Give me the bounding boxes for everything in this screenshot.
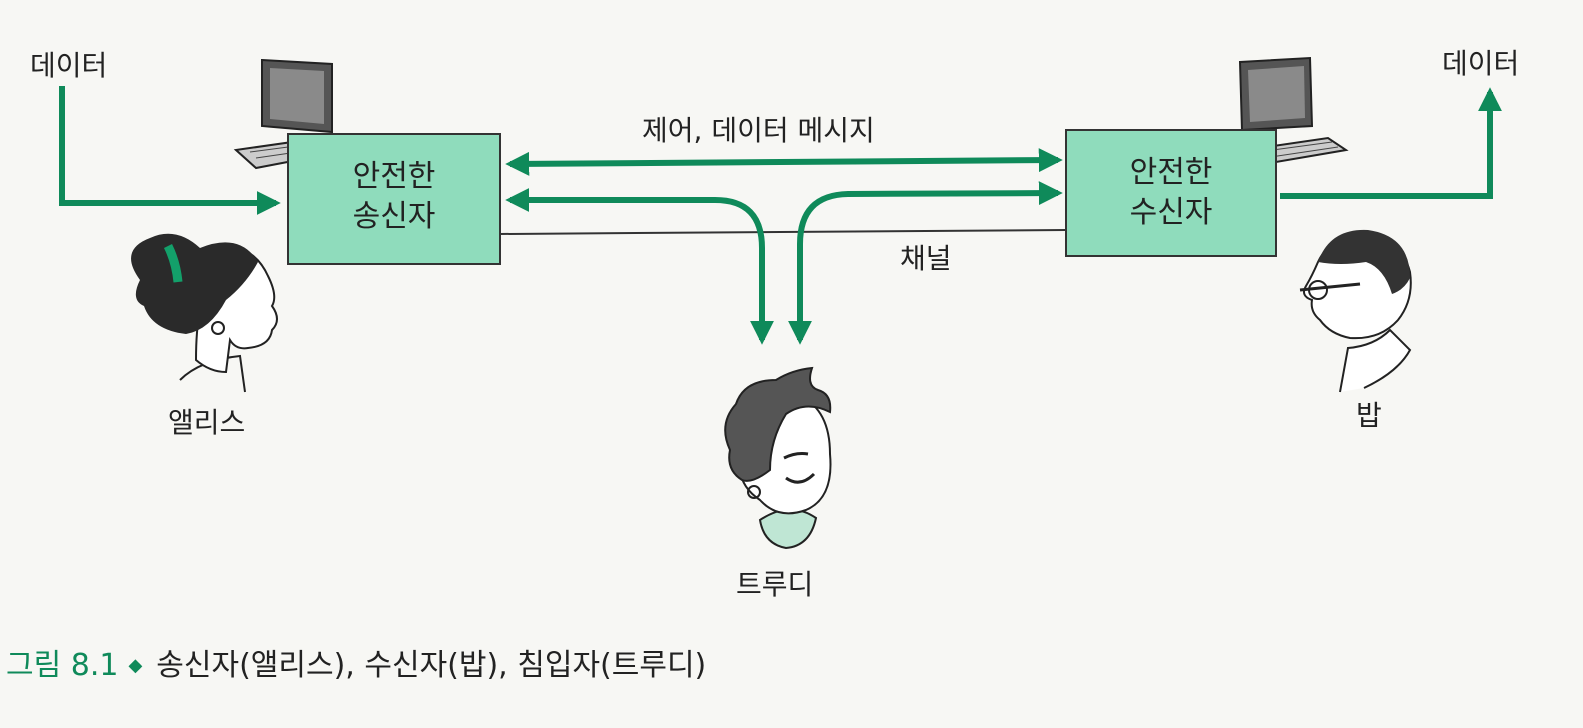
person-alice-icon: [131, 233, 278, 393]
secure-sender-box: 안전한 송신자: [287, 133, 501, 265]
diamond-bullet-icon: ◆: [128, 655, 143, 676]
receiver-line1: 안전한: [1130, 155, 1213, 190]
message-arrow: [505, 148, 1063, 176]
bob-label: 밥: [1356, 399, 1382, 432]
sender-line2: 송신자: [353, 199, 436, 234]
right-data-label: 데이터: [1442, 47, 1519, 80]
figure-caption: 그림 8.1 ◆ 송신자(앨리스), 수신자(밥), 침입자(트루디): [6, 640, 706, 684]
sender-line1: 안전한: [353, 159, 436, 194]
alice-label: 앨리스: [168, 406, 245, 439]
data-output-arrow: [1280, 87, 1502, 199]
figure-number: 그림 8.1: [6, 648, 119, 683]
left-data-label: 데이터: [30, 49, 107, 82]
intercept-arrow-left: [505, 188, 774, 345]
caption-text: 송신자(앨리스), 수신자(밥), 침입자(트루디): [156, 648, 707, 683]
channel-line: [499, 229, 1067, 235]
computer-icon: [1238, 56, 1349, 166]
channel-label: 채널: [900, 242, 952, 275]
data-input-arrow: [59, 86, 281, 215]
receiver-line2: 수신자: [1130, 195, 1213, 230]
secure-receiver-box: 안전한 수신자: [1065, 129, 1277, 257]
message-label: 제어, 데이터 메시지: [642, 114, 875, 147]
person-trudy-icon: [724, 366, 832, 550]
secure-communication-diagram: 데이터 데이터 채널 제어, 데이터 메시지 안전한 송신자 안전한 수신자: [30, 47, 1519, 601]
trudy-label: 트루디: [736, 568, 813, 601]
person-bob-icon: [1299, 229, 1412, 393]
intercept-arrow-right: [788, 181, 1063, 345]
